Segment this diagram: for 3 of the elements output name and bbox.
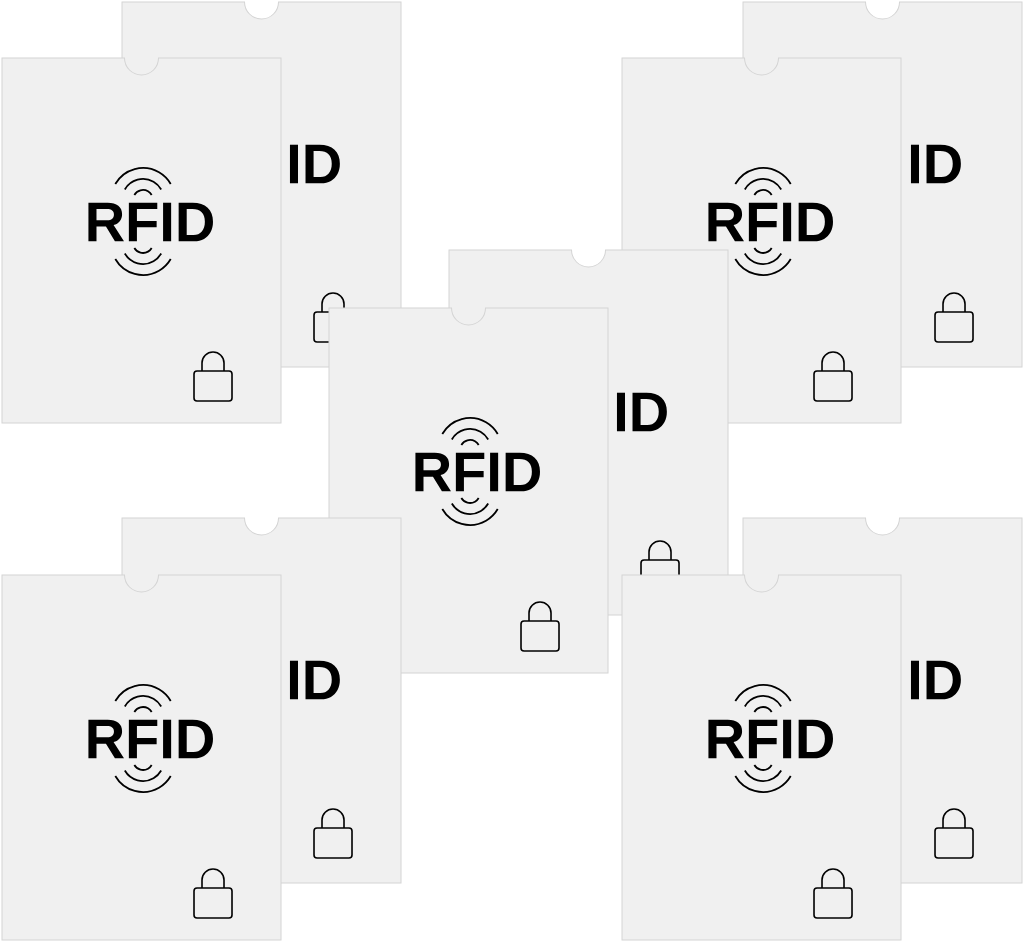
card-sleeve: RFID: [621, 574, 902, 941]
card-sleeve: RFID: [1, 57, 282, 424]
card-sleeve: RFID: [1, 574, 282, 941]
